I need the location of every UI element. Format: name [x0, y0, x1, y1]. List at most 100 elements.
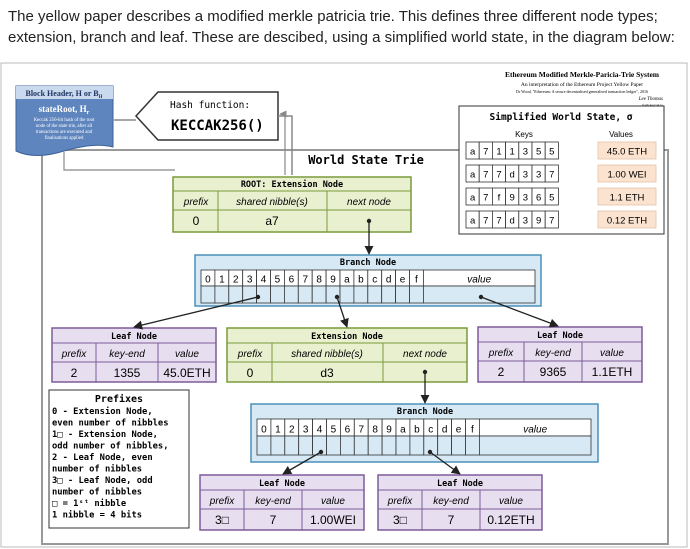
leaf3-val-value: 1.00WEI	[310, 513, 356, 527]
prefix-line: 2 - Leaf Node, even	[52, 453, 153, 463]
ws-key-cell	[544, 187, 559, 206]
ext2-col-shared: shared nibble(s)	[291, 349, 363, 360]
ws-value: 1.00 WEI	[607, 170, 646, 181]
branch-slot-label: f	[471, 425, 474, 436]
ws-key-char: 7	[549, 170, 554, 181]
leaf1-title: Leaf Node	[111, 332, 157, 342]
branch-slot-label: 6	[345, 425, 351, 436]
prefix-line: 3□ - Leaf Node, odd	[52, 476, 153, 486]
branch-slot-label: 8	[372, 425, 378, 436]
ws-value: 0.12 ETH	[607, 216, 647, 227]
branch-slot-label: 1	[275, 425, 281, 436]
block-header-doc: Block Header, H or BH stateRoot, Hr Kecc…	[15, 85, 114, 156]
ws-key-char: 3	[523, 193, 528, 204]
branch-slot-pointer-cell	[270, 435, 286, 456]
branch-slot-label: 4	[317, 425, 323, 436]
block-header-title: Block Header, H or B	[25, 89, 99, 98]
branch-slot-pointer-cell	[395, 285, 410, 304]
header-subtitle: An interpretation of the Ethereum Projec…	[521, 81, 643, 88]
ws-value-cell	[597, 164, 657, 183]
leaf-node-4: Leaf Node prefix key-end value 3□ 7 0.12…	[377, 474, 543, 531]
leaf1-col-prefix: prefix	[61, 349, 87, 360]
prefix-line: odd number of nibbles,	[52, 441, 169, 452]
branch-slot-pointer-cell	[214, 285, 230, 304]
branch-slot-pointer-cell	[200, 285, 216, 304]
header-title: Ethereum Modified Merkle-Paricia-Trie Sy…	[505, 70, 660, 79]
intro-text: The yellow paper describes a modified me…	[8, 8, 675, 46]
branch-slot-label: e	[400, 275, 406, 286]
ws-key-char: 5	[549, 147, 554, 158]
branch-slot-label: d	[386, 275, 392, 286]
branch-slot-pointer-cell	[409, 285, 424, 304]
branch-slot-pointer-cell	[353, 435, 369, 456]
trie-title: World State Trie	[308, 153, 424, 167]
extension-node-2: Extension Node prefix shared nibble(s) n…	[226, 327, 468, 383]
ext2-title: Extension Node	[311, 331, 383, 342]
branch-slot-label: a	[400, 425, 406, 436]
leaf2-val-value: 1.1ETH	[592, 365, 633, 379]
branch-slot-pointer-cell	[256, 435, 272, 456]
ws-key-char: 3	[523, 147, 528, 158]
root-col-shared: shared nibble(s)	[236, 197, 308, 208]
branch-slot-label: 3	[303, 425, 309, 436]
ws-key-cell	[544, 210, 559, 229]
ws-value-cell	[597, 210, 657, 229]
ws-key-char: 3	[523, 216, 528, 227]
leaf3-col-value: value	[321, 496, 345, 507]
ws-value: 45.0 ETH	[607, 147, 647, 158]
svg-text:Block Header, H or BH: Block Header, H or BH	[25, 89, 102, 100]
root-col-prefix: prefix	[183, 197, 209, 208]
leaf-node-3: Leaf Node prefix key-end value 3□ 7 1.00…	[199, 474, 365, 531]
ws-value-cell	[597, 141, 657, 160]
leaf2-val-prefix: 2	[498, 365, 505, 379]
branch-slot-label: 4	[261, 275, 267, 286]
branch-slot-pointer-cell	[381, 435, 397, 456]
branch-slot-label: 5	[331, 425, 337, 436]
leaf1-val-keyend: 1355	[114, 366, 141, 380]
ext2-col-prefix: prefix	[237, 349, 263, 360]
ws-key-char: 3	[536, 170, 541, 181]
leaf2-col-keyend: key-end	[535, 348, 571, 359]
leaf4-col-keyend: key-end	[433, 496, 469, 507]
branch-slot-pointer-cell	[339, 435, 355, 456]
leaf4-title: Leaf Node	[437, 479, 483, 489]
branch-slot-label: 2	[289, 425, 295, 436]
ws-key-char: 7	[483, 193, 488, 204]
branch2-slot9-to-leaf4	[429, 451, 461, 475]
leaf1-val-prefix: 2	[71, 366, 78, 380]
ws-key-char: 7	[483, 170, 488, 181]
branch-slot-label: 7	[358, 425, 364, 436]
ws-key-char: 7	[549, 216, 554, 227]
prefixes-legend: Prefixes 0 - Extension Node,even number …	[48, 389, 190, 529]
leaf-node-2: Leaf Node prefix key-end value 2 9365 1.…	[477, 326, 643, 383]
ws-key-char: 7	[496, 216, 501, 227]
branch1-slot7-to-ext2	[336, 296, 349, 328]
branch-slot-pointer-cell	[367, 435, 383, 456]
branch1-slot1-to-leaf1	[133, 296, 259, 330]
root-val-shared: a7	[265, 214, 279, 228]
state-root-desc-1: Keccak 256-bit hash of the root	[34, 118, 95, 123]
branch-slot-label: 8	[316, 275, 322, 286]
ws-key-char: 5	[549, 193, 554, 204]
branch-slot-label: 9	[330, 275, 336, 286]
leaf3-col-prefix: prefix	[209, 496, 235, 507]
branch-slot-label: c	[428, 425, 433, 436]
branch-slot-pointer-cell	[228, 285, 244, 304]
branch-slot-pointer-cell	[283, 285, 299, 304]
prefix-line: 0 - Extension Node,	[52, 406, 153, 417]
branch-slot-pointer-cell	[284, 435, 300, 456]
leaf4-val-keyend: 7	[448, 513, 455, 527]
leaf4-val-value: 0.12ETH	[487, 513, 534, 527]
ws-key-char: 3	[523, 170, 528, 181]
ws-key-char: a	[470, 193, 476, 204]
branch-slot-label: c	[372, 275, 377, 286]
branch-slot-pointer-cell	[451, 435, 466, 456]
leaf4-val-prefix: 3□	[393, 513, 407, 527]
branch-slot-pointer-cell	[437, 435, 453, 456]
ws-key-char: a	[470, 170, 476, 181]
prefix-line: even number of nibbles	[52, 418, 169, 429]
prefix-line: 1 nibble = 4 bits	[52, 510, 142, 521]
branch-slot-label: e	[456, 425, 462, 436]
ext2-col-next: next node	[403, 349, 447, 360]
